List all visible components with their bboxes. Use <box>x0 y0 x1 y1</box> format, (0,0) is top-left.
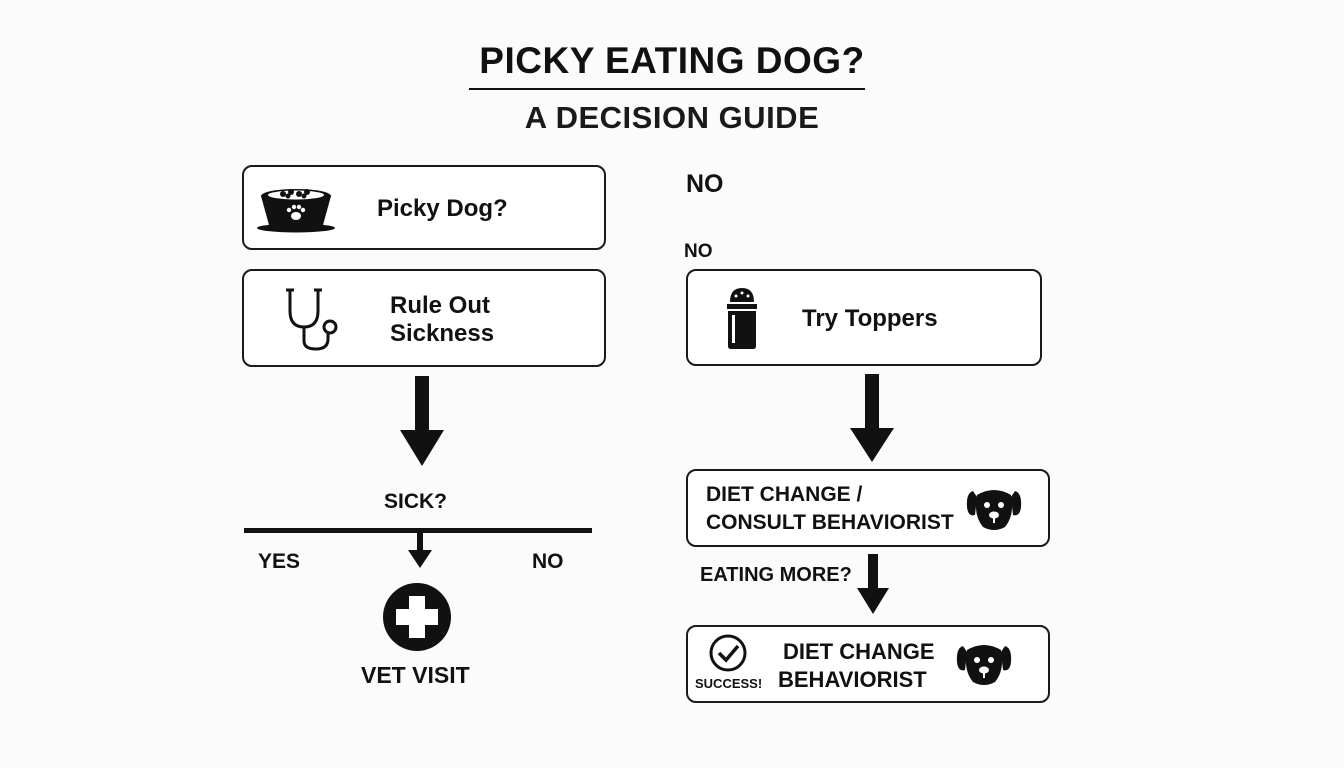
diagram-subtitle: A DECISION GUIDE <box>524 100 820 135</box>
try-toppers-label: Try Toppers <box>802 305 938 332</box>
eating-more-question: EATING MORE? <box>700 564 852 586</box>
shaker-icon <box>727 288 757 349</box>
no-label-left: NO <box>532 550 564 573</box>
yes-label: YES <box>258 550 301 573</box>
medical-cross-icon <box>383 583 451 651</box>
rule-out-line2: Sickness <box>390 320 495 347</box>
checkmark-icon <box>709 634 747 672</box>
node-rule-out-sickness <box>242 269 606 367</box>
node-diet-change-consult <box>686 469 1050 547</box>
no-label-top: NO <box>686 170 724 198</box>
no-label-small: NO <box>684 241 713 262</box>
down-arrow-small <box>857 554 889 614</box>
rule-out-line1: Rule Out <box>390 292 490 319</box>
dog-face-icon <box>956 645 1012 685</box>
dog-bowl-icon <box>257 189 335 233</box>
diagram-title: PICKY EATING DOG? <box>479 40 865 81</box>
vet-visit-label: VET VISIT <box>361 662 470 688</box>
sick-question: SICK? <box>384 490 447 513</box>
picky-dog-label: Picky Dog? <box>377 195 508 222</box>
down-arrow-left <box>400 376 444 466</box>
title-underline <box>469 88 865 90</box>
stethoscope-icon <box>286 288 338 351</box>
diet-change-line2: CONSULT BEHAVIORIST <box>706 511 954 534</box>
down-arrow-right <box>850 374 894 462</box>
final-line1: DIET CHANGE <box>783 639 935 664</box>
dog-face-icon <box>966 490 1022 530</box>
success-label: SUCCESS! <box>695 676 763 691</box>
final-line2: BEHAVIORIST <box>778 667 927 692</box>
diet-change-line1: DIET CHANGE / <box>706 483 863 506</box>
branch-arrow <box>408 530 432 568</box>
